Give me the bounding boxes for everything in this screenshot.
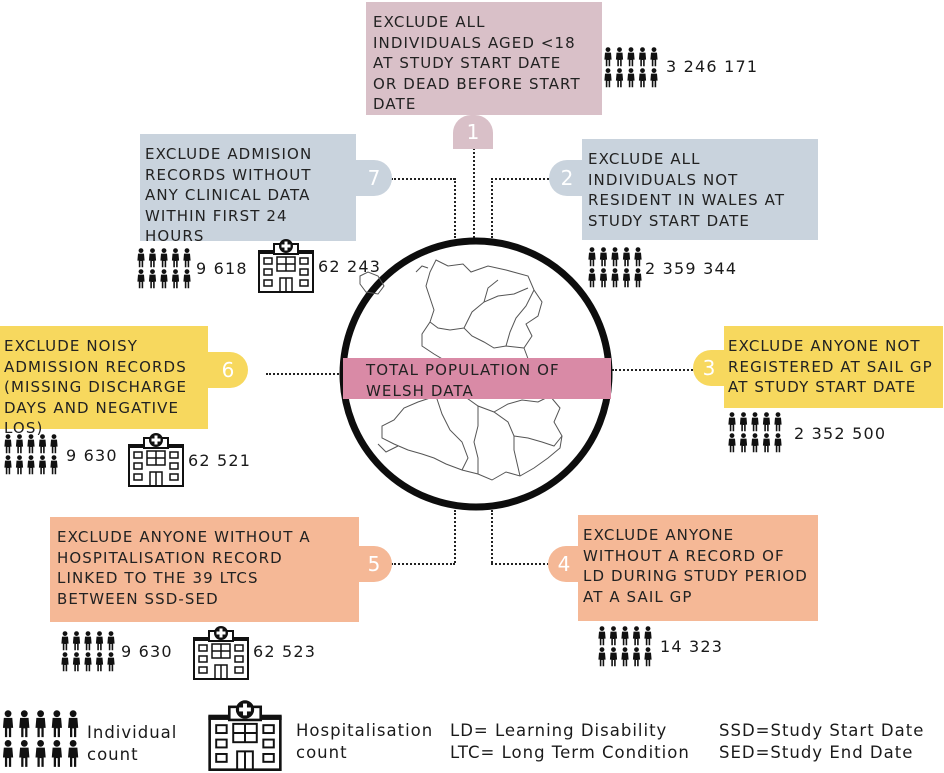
step-6-badge: 6 <box>208 352 248 388</box>
hospital-icon <box>193 625 249 680</box>
connector-2-h <box>491 178 549 180</box>
people-icon <box>4 434 60 475</box>
legend-ssd: SSD=Study Start Date <box>719 721 925 740</box>
connector-5-v <box>454 510 456 563</box>
connector-6 <box>266 373 346 375</box>
people-icon <box>728 412 784 453</box>
step-6-individual-count: 9 630 <box>66 446 118 465</box>
people-icon <box>2 710 82 768</box>
step-3-badge: 3 <box>693 350 725 386</box>
legend-individual-count: Individual count <box>87 723 178 764</box>
people-icon <box>61 631 117 672</box>
step-2-badge: 2 <box>549 160 585 196</box>
connector-2-v <box>491 178 493 238</box>
connector-1 <box>473 148 475 238</box>
center-band <box>343 358 611 399</box>
people-icon <box>604 47 660 88</box>
connector-4-v <box>491 510 493 563</box>
step-5-individual-count: 9 630 <box>121 642 173 661</box>
step-5-badge: 5 <box>356 546 392 582</box>
step-5-box: EXCLUDE ANYONE WITHOUT A HOSPITALISATION… <box>50 517 359 622</box>
legend-hospitalisation-count: Hospitalisation count <box>296 721 434 762</box>
step-6-hospitalisation-count: 62 521 <box>188 451 252 470</box>
hospital-icon <box>258 238 314 293</box>
legend-sed: SED=Study End Date <box>719 743 914 762</box>
legend-ld: LD= Learning Disability <box>450 721 668 740</box>
people-icon <box>598 626 654 667</box>
people-icon <box>588 247 644 288</box>
step-3-box: EXCLUDE ANYONE NOT REGISTERED AT SAIL GP… <box>724 326 943 408</box>
step-4-individual-count: 14 323 <box>660 637 724 656</box>
connector-4-h <box>491 563 549 565</box>
wales-map <box>359 259 563 481</box>
step-1-individual-count: 3 246 171 <box>666 57 759 76</box>
step-1-box: EXCLUDE ALL INDIVIDUALS AGED <18 AT STUD… <box>366 2 602 115</box>
hospital-icon <box>207 699 283 771</box>
step-7-hospitalisation-count: 62 243 <box>318 257 382 276</box>
step-5-hospitalisation-count: 62 523 <box>253 642 317 661</box>
hospital-icon <box>128 432 184 487</box>
step-7-badge: 7 <box>356 160 392 196</box>
center-label: TOTAL POPULATION OF WELSH DATA <box>366 361 560 400</box>
connector-5-h <box>391 563 455 565</box>
step-7-individual-count: 9 618 <box>196 259 248 278</box>
step-4-badge: 4 <box>548 546 580 582</box>
step-4-box: EXCLUDE ANYONE WITHOUT A RECORD OF LD DU… <box>578 515 818 621</box>
step-7-box: EXCLUDE ADMISION RECORDS WITHOUT ANY CLI… <box>140 134 356 245</box>
step-2-individual-count: 2 359 344 <box>645 259 738 278</box>
step-1-badge: 1 <box>453 115 493 149</box>
step-3-individual-count: 2 352 500 <box>794 424 887 443</box>
step-2-box: EXCLUDE ALL INDIVIDUALS NOT RESIDENT IN … <box>582 139 818 240</box>
connector-3 <box>612 369 696 371</box>
people-icon <box>137 248 193 289</box>
connector-7-h <box>391 178 455 180</box>
step-6-box: EXCLUDE NOISY ADMISSION RECORDS (MISSING… <box>0 326 208 437</box>
legend-ltc: LTC= Long Term Condition <box>450 743 690 762</box>
connector-7-v <box>454 178 456 238</box>
